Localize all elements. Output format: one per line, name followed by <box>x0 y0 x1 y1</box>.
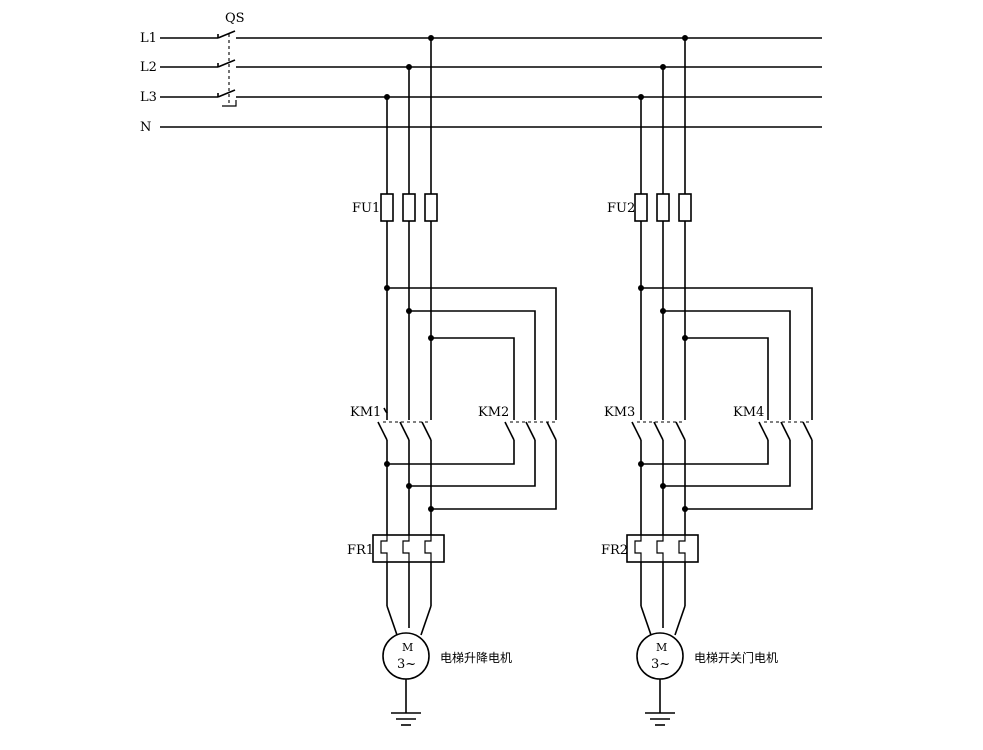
motor-phase-label: 3~ <box>651 657 670 672</box>
switch-label: QS <box>225 11 245 26</box>
fuse <box>678 193 692 222</box>
thermal-relay-fr1 <box>372 534 445 563</box>
fuse <box>402 193 416 222</box>
motor-m-label: M <box>656 641 667 654</box>
contactor-km3 <box>631 412 686 441</box>
fuse <box>634 193 648 222</box>
motor-name-label: 电梯开关门电机 <box>694 650 778 665</box>
circuit-hoist-motor: FU1 KM1 KM2 <box>347 35 557 726</box>
motor-name-label: 电梯升降电机 <box>440 651 512 665</box>
bus-label-l2: L2 <box>140 60 157 75</box>
contactor-km1 <box>377 407 432 441</box>
contactor-label-a: KM1 <box>350 405 381 420</box>
fuse <box>424 193 438 222</box>
power-bus: L1 L2 L3 N <box>140 31 822 135</box>
bus-label-n: N <box>140 120 151 135</box>
contactor-label-b: KM4 <box>733 405 764 420</box>
circuit-door-motor: FU2 KM3 KM4 <box>601 35 813 726</box>
contactor-km4 <box>758 412 813 441</box>
ground-icon <box>391 679 421 726</box>
motor-m-label: M <box>402 641 413 654</box>
relay-label: FR1 <box>347 543 374 558</box>
contactor-label-a: KM3 <box>604 405 635 420</box>
bus-label-l3: L3 <box>140 90 157 105</box>
contactor-km2 <box>504 412 557 441</box>
ground-icon <box>645 679 675 726</box>
relay-label: FR2 <box>601 543 628 558</box>
fuse-label: FU1 <box>352 201 380 216</box>
contactor-label-b: KM2 <box>478 405 509 420</box>
fuse <box>656 193 670 222</box>
fuse-label: FU2 <box>607 201 635 216</box>
thermal-relay-fr2 <box>626 534 699 563</box>
motor-hoist: M 3~ <box>382 632 430 680</box>
motor-door: M 3~ <box>636 632 684 680</box>
disconnect-switch-qs: QS <box>217 11 245 107</box>
bus-label-l1: L1 <box>140 31 157 46</box>
fuse <box>380 193 394 222</box>
motor-phase-label: 3~ <box>397 657 416 672</box>
